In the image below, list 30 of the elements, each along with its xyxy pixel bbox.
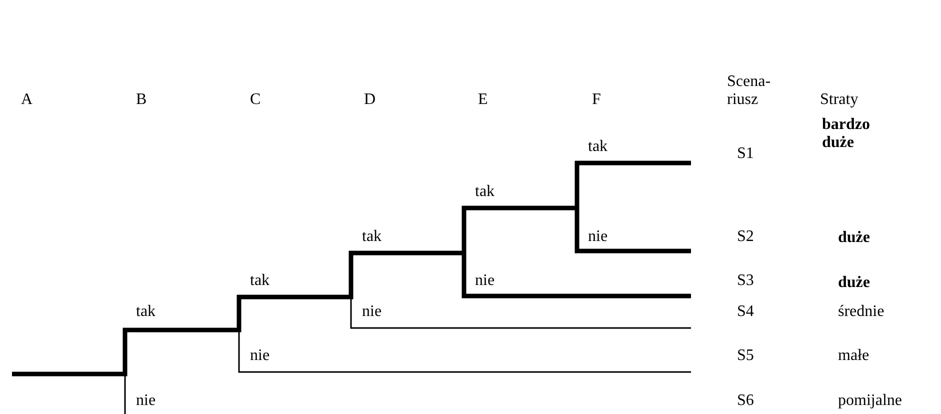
scenario-label: S3 xyxy=(737,272,754,290)
loss-label: duże xyxy=(838,229,870,247)
branch-label: tak xyxy=(250,272,270,290)
column-header: Straty xyxy=(820,91,858,109)
branch-label: tak xyxy=(475,183,495,201)
column-header: C xyxy=(250,91,261,109)
branch-label: tak xyxy=(362,228,382,246)
column-header: B xyxy=(136,91,147,109)
scenario-label: S2 xyxy=(737,228,754,246)
branch-label: nie xyxy=(250,347,270,365)
loss-label: bardzo duże xyxy=(822,116,871,152)
scenario-label: S4 xyxy=(737,303,754,321)
loss-label: średnie xyxy=(838,303,884,321)
branch-label: tak xyxy=(136,303,156,321)
branch-label: nie xyxy=(475,272,495,290)
branch-label: nie xyxy=(136,392,156,410)
branch-label: nie xyxy=(362,303,382,321)
column-header: D xyxy=(364,91,376,109)
column-header: E xyxy=(478,91,488,109)
branch-label: nie xyxy=(588,228,608,246)
loss-label: małe xyxy=(838,347,870,365)
scenario-label: S1 xyxy=(737,145,754,163)
column-header: F xyxy=(592,91,601,109)
column-header: A xyxy=(21,91,33,109)
scenario-label: S5 xyxy=(737,347,754,365)
branch-label: tak xyxy=(588,138,608,156)
scenario-label: S6 xyxy=(737,392,754,410)
loss-label: pomijalne xyxy=(838,392,902,410)
loss-label: duże xyxy=(838,274,870,292)
column-header: Scena- riusz xyxy=(727,73,772,109)
